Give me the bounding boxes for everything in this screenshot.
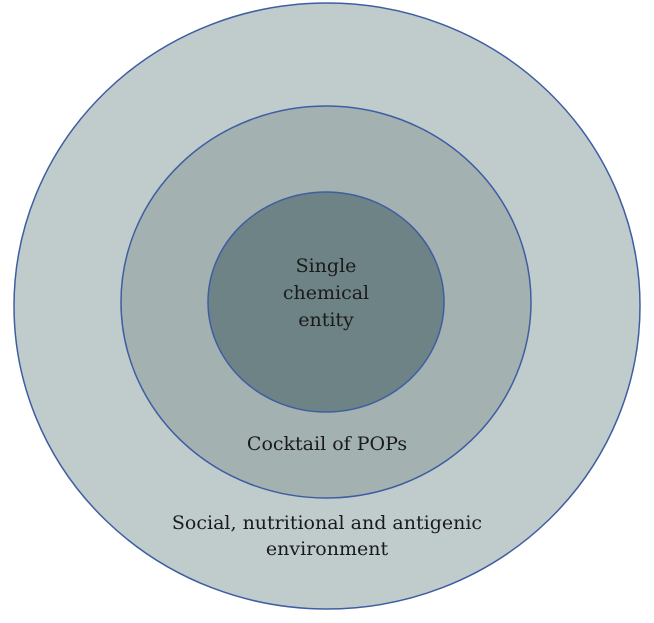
middle-label: Cocktail of POPs	[247, 433, 407, 455]
outer-label-line-2: environment	[266, 538, 389, 560]
outer-label-line-1: Social, nutritional and antigenic	[172, 512, 482, 534]
inner-label-line-2: chemical	[283, 282, 369, 304]
inner-label-line-3: entity	[298, 309, 354, 331]
inner-label-line-1: Single	[296, 255, 357, 277]
inner-circle-single-chemical	[207, 191, 445, 413]
